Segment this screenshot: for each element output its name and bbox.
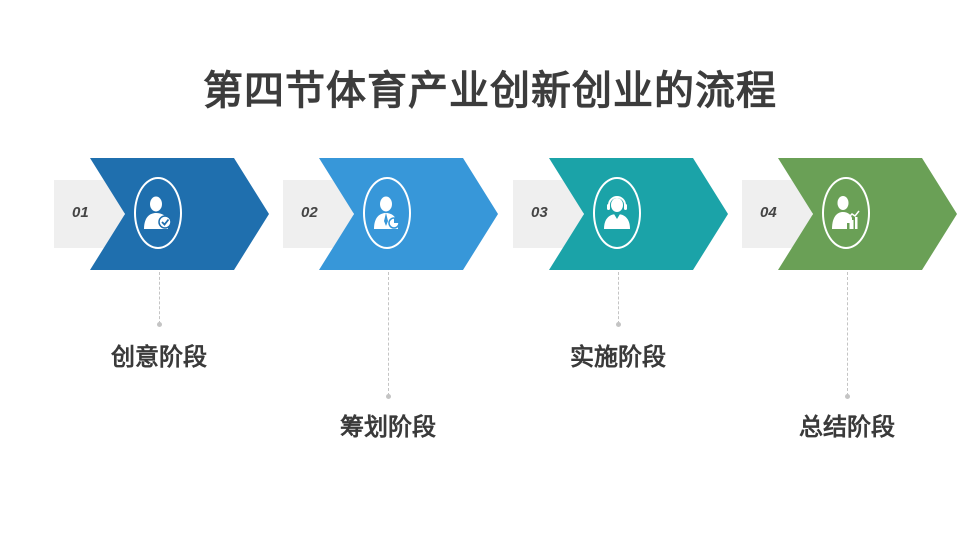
connector-line [618, 272, 619, 324]
step-label-4: 总结阶段 [799, 413, 895, 441]
step-label-3: 实施阶段 [570, 343, 666, 371]
business-chart-icon [363, 177, 411, 249]
step-number: 02 [301, 204, 318, 221]
headset-operator-icon [593, 177, 641, 249]
step-number: 03 [531, 204, 548, 221]
connector-dot [845, 394, 850, 399]
step-3: 03 [513, 158, 728, 270]
connector-dot [386, 394, 391, 399]
page-title: 第四节体育产业创新创业的流程 [203, 68, 777, 114]
connector-dot [616, 322, 621, 327]
step-label-1: 创意阶段 [111, 343, 207, 371]
step-2: 02 [283, 158, 498, 270]
connector-line [847, 272, 848, 396]
user-check-icon [134, 177, 182, 249]
connector-line [388, 272, 389, 396]
step-number: 04 [760, 204, 777, 221]
connector-dot [157, 322, 162, 327]
connector-line [159, 272, 160, 324]
growth-chart-icon [822, 177, 870, 249]
step-label-2: 筹划阶段 [340, 413, 436, 441]
step-4: 04 [742, 158, 957, 270]
step-number: 01 [72, 204, 89, 221]
step-1: 01 [54, 158, 269, 270]
